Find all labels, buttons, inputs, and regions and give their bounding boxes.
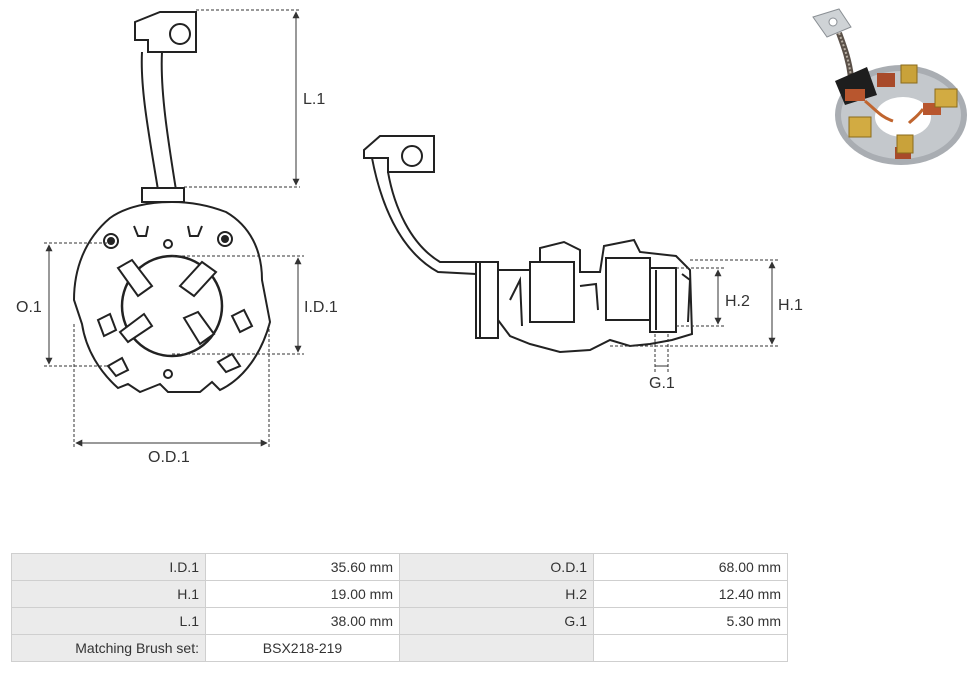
label-h2: H.2 bbox=[725, 293, 750, 310]
side-dimensions bbox=[610, 259, 778, 372]
spec-key: L.1 bbox=[11, 607, 206, 635]
table-row: Matching Brush set: BSX218-219 bbox=[11, 634, 788, 662]
specification-table: I.D.1 35.60 mm O.D.1 68.00 mm H.1 19.00 … bbox=[11, 553, 788, 662]
table-row: I.D.1 35.60 mm O.D.1 68.00 mm bbox=[11, 553, 788, 581]
label-od1: O.D.1 bbox=[148, 449, 190, 466]
spec-key bbox=[399, 634, 594, 662]
technical-drawing: L.1 O.1 I.D.1 O.D.1 H.2 H.1 G.1 bbox=[16, 9, 803, 466]
spec-key: Matching Brush set: bbox=[11, 634, 206, 662]
spec-value: 68.00 mm bbox=[593, 553, 788, 581]
front-view bbox=[72, 11, 272, 394]
label-h1: H.1 bbox=[778, 297, 803, 314]
brush-holder-photo-icon bbox=[805, 5, 971, 170]
spec-key: H.1 bbox=[11, 580, 206, 608]
label-g1: G.1 bbox=[649, 375, 675, 392]
spec-value: 5.30 mm bbox=[593, 607, 788, 635]
spec-key: I.D.1 bbox=[11, 553, 206, 581]
label-l1: L.1 bbox=[303, 91, 325, 108]
spec-value: BSX218-219 bbox=[205, 634, 400, 662]
label-o1: O.1 bbox=[16, 299, 42, 316]
table-row: H.1 19.00 mm H.2 12.40 mm bbox=[11, 580, 788, 608]
front-dimensions bbox=[44, 9, 304, 448]
side-view bbox=[363, 135, 694, 354]
label-id1: I.D.1 bbox=[304, 299, 338, 316]
spec-key: G.1 bbox=[399, 607, 594, 635]
spec-value: 38.00 mm bbox=[205, 607, 400, 635]
spec-value: 12.40 mm bbox=[593, 580, 788, 608]
spec-value: 19.00 mm bbox=[205, 580, 400, 608]
spec-value: 35.60 mm bbox=[205, 553, 400, 581]
table-row: L.1 38.00 mm G.1 5.30 mm bbox=[11, 607, 788, 635]
spec-key: H.2 bbox=[399, 580, 594, 608]
spec-key: O.D.1 bbox=[399, 553, 594, 581]
spec-value bbox=[593, 634, 788, 662]
